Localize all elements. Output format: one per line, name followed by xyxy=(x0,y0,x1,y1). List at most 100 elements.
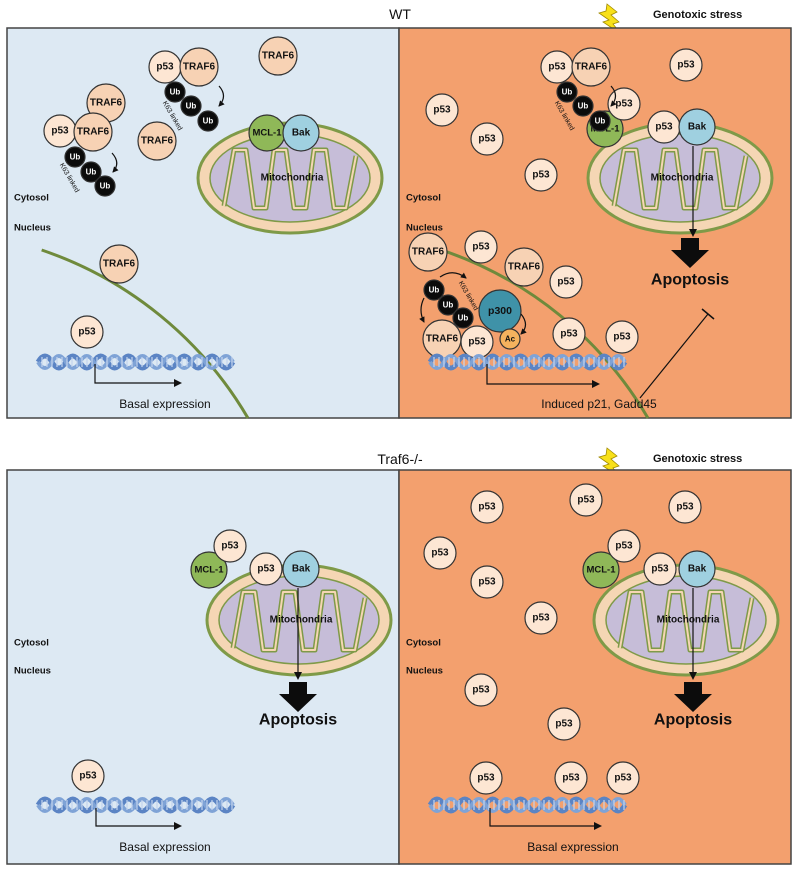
dna-helix xyxy=(427,796,628,814)
p53-protein: p53 xyxy=(464,673,498,707)
p53-protein-shape xyxy=(469,761,503,795)
acetyl-group-shape xyxy=(499,328,521,350)
ubiquitination-arrow xyxy=(111,152,119,173)
traf6-protein-shape xyxy=(504,247,544,287)
nucleus-label: Nucleus xyxy=(14,223,51,234)
p53-protein: p53 xyxy=(470,565,504,599)
p53-protein-label: p53 xyxy=(433,105,451,116)
p53-protein: p53 xyxy=(552,317,586,351)
p53-protein-label: p53 xyxy=(477,773,495,784)
traf6-protein: TRAF6 xyxy=(137,121,177,161)
p53-protein: p53 xyxy=(569,483,603,517)
ubiquitin-shape xyxy=(64,146,86,168)
nucleus-label: Nucleus xyxy=(406,223,443,234)
traf6-protein: TRAF6 xyxy=(504,247,544,287)
traf6-protein: TRAF6 xyxy=(73,112,113,152)
traf6-protein: TRAF6 xyxy=(86,83,126,123)
traf6-protein-label: TRAF6 xyxy=(412,247,445,258)
p53-protein-shape xyxy=(607,529,641,563)
dna-helix xyxy=(35,353,236,371)
ubiquitination-arrow xyxy=(439,272,467,279)
p53-protein-shape xyxy=(605,320,639,354)
ubiquitin: Ub xyxy=(452,307,474,329)
ubiquitin-label: Ub xyxy=(186,102,197,111)
genotoxic-stress-label: Genotoxic stress xyxy=(653,453,742,465)
mitochondrion-cristae-highlight xyxy=(232,591,366,651)
cytosol-label: Cytosol xyxy=(14,638,49,649)
p53-protein-label: p53 xyxy=(651,564,669,575)
expression-label: Basal expression xyxy=(119,397,210,411)
dna-strand xyxy=(36,354,235,370)
traf6-protein-shape xyxy=(137,121,177,161)
p53-protein-label: p53 xyxy=(577,495,595,506)
traf6-protein-label: TRAF6 xyxy=(90,98,123,109)
p53-protein: p53 xyxy=(470,122,504,156)
p53-protein: p53 xyxy=(554,761,588,795)
p53-protein-label: p53 xyxy=(257,564,275,575)
mcl1-protein: MCL-1 xyxy=(582,551,620,589)
ubiquitin-label: Ub xyxy=(70,153,81,162)
traf6-protein: TRAF6 xyxy=(258,36,298,76)
p53-protein: p53 xyxy=(213,529,247,563)
p53-protein-label: p53 xyxy=(78,327,96,338)
apoptosis-arrow xyxy=(674,682,712,712)
p53-protein: p53 xyxy=(249,552,283,586)
p53-protein-label: p53 xyxy=(156,62,174,73)
p53-protein-shape xyxy=(643,552,677,586)
p53-protein-label: p53 xyxy=(548,62,566,73)
p53-protein: p53 xyxy=(71,759,105,793)
ubiquitin-shape xyxy=(589,110,611,132)
p53-protein: p53 xyxy=(470,490,504,524)
p53-protein-shape xyxy=(464,230,498,264)
p53-protein: p53 xyxy=(547,707,581,741)
traf6-protein-label: TRAF6 xyxy=(426,334,459,345)
p53-protein-label: p53 xyxy=(468,337,486,348)
p53-protein-label: p53 xyxy=(615,99,633,110)
p300-protein-label: p300 xyxy=(488,305,512,317)
traf6-protein-shape xyxy=(258,36,298,76)
bak-protein-label: Bak xyxy=(292,564,311,575)
bak-protein-label: Bak xyxy=(688,122,707,133)
mitochondrion: Mitochondria xyxy=(592,563,780,677)
genotoxic-stress-label: Genotoxic stress xyxy=(653,9,742,21)
p53-protein-shape xyxy=(669,48,703,82)
p53-protein-label: p53 xyxy=(677,60,695,71)
p53-protein: p53 xyxy=(524,158,558,192)
p53-protein-shape xyxy=(547,707,581,741)
p53-protein: p53 xyxy=(423,536,457,570)
apoptosis-label: Apoptosis xyxy=(654,712,732,729)
ubiquitin-label: Ub xyxy=(443,301,454,310)
ubiquitin: Ub xyxy=(556,81,578,103)
nuclear-envelope xyxy=(441,248,650,419)
ubiquitin-label: Ub xyxy=(170,88,181,97)
bak-protein: Bak xyxy=(678,108,716,146)
inhibition-line xyxy=(639,313,709,399)
p53-protein: p53 xyxy=(425,93,459,127)
p53-protein-label: p53 xyxy=(478,502,496,513)
cytosol-label: Cytosol xyxy=(406,193,441,204)
p53-protein-label: p53 xyxy=(472,242,490,253)
p53-protein-shape xyxy=(470,122,504,156)
p53-protein: p53 xyxy=(669,48,703,82)
ubiquitin: Ub xyxy=(197,110,219,132)
traf6-protein: TRAF6 xyxy=(571,47,611,87)
p53-protein-shape xyxy=(552,317,586,351)
traf6-protein-shape xyxy=(73,112,113,152)
traf6-protein: TRAF6 xyxy=(179,47,219,87)
traf6-protein-label: TRAF6 xyxy=(508,262,541,273)
expression-label: Basal expression xyxy=(527,840,618,854)
p53-protein-shape xyxy=(470,565,504,599)
traf6-protein: TRAF6 xyxy=(99,244,139,284)
p53-protein: p53 xyxy=(469,761,503,795)
ubiquitin-shape xyxy=(197,110,219,132)
ubiquitin: Ub xyxy=(437,294,459,316)
ubiquitin-label: Ub xyxy=(595,117,606,126)
p53-protein-shape xyxy=(70,315,104,349)
ubiquitin: Ub xyxy=(164,81,186,103)
mcl1-protein-shape xyxy=(582,551,620,589)
p53-protein-label: p53 xyxy=(676,502,694,513)
nucleus-label: Nucleus xyxy=(406,666,443,677)
ubiquitination-arrow xyxy=(218,85,225,107)
p53-protein: p53 xyxy=(460,325,494,359)
